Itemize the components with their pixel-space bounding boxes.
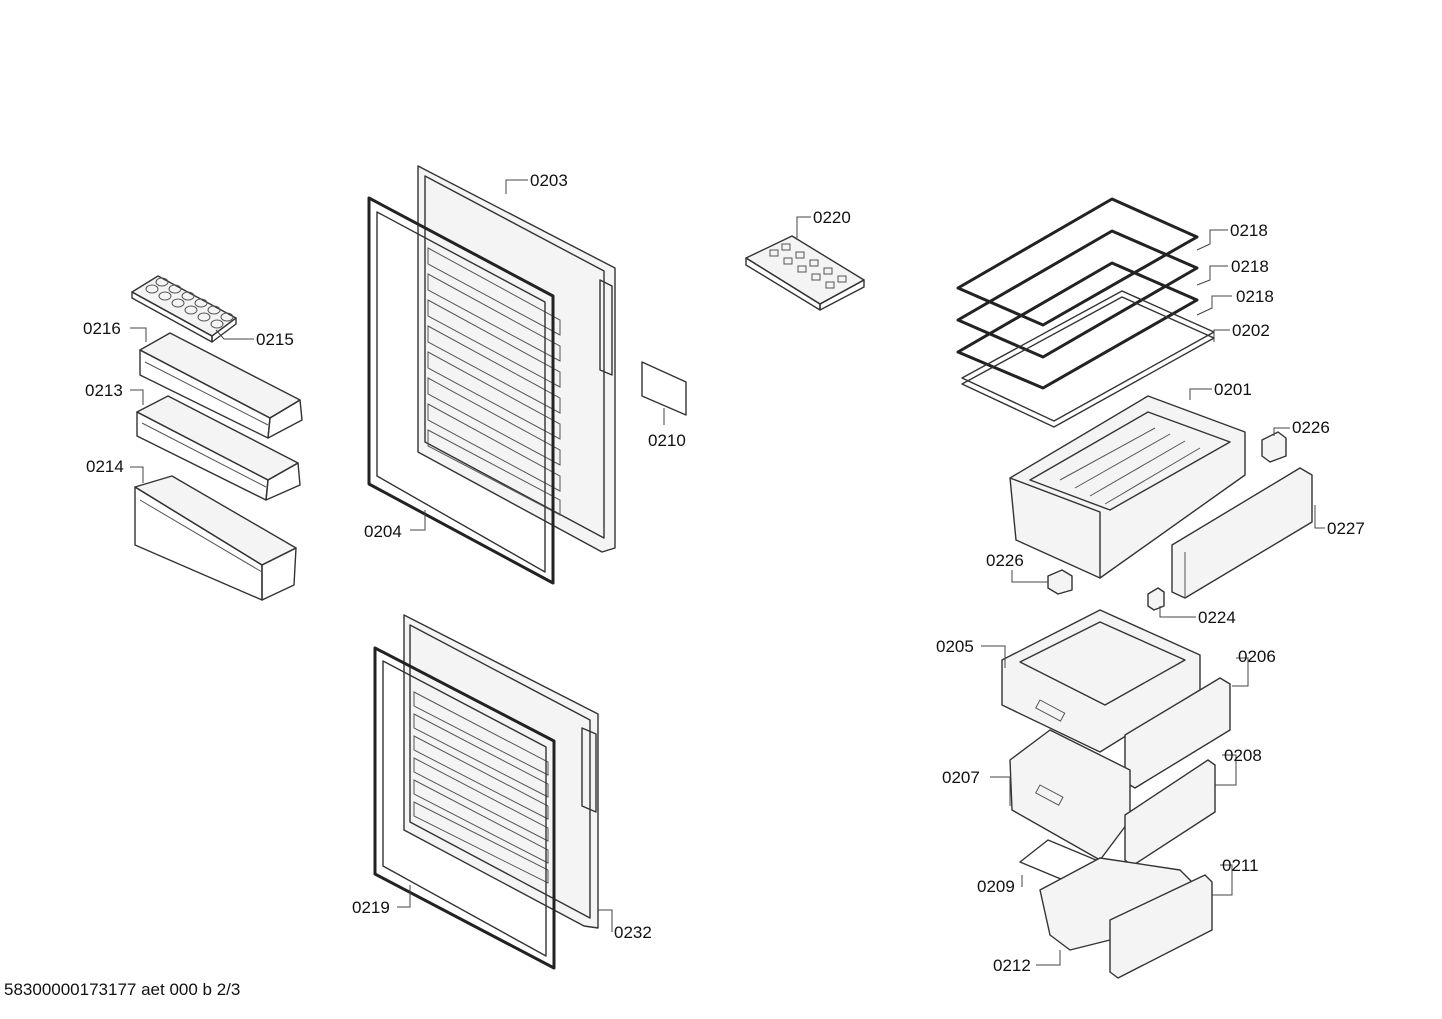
upper-door-gasket-0204 xyxy=(367,196,555,585)
clip-0226-upper xyxy=(1261,431,1287,463)
lower-door-0232 xyxy=(403,614,599,929)
label-0202: 0202 xyxy=(1232,321,1270,340)
upper-door-0203 xyxy=(417,165,616,553)
freezer-front-0208 xyxy=(1124,759,1216,867)
label-0212: 0212 xyxy=(993,956,1031,975)
label-0214: 0214 xyxy=(86,457,124,476)
clip-0226-lower xyxy=(1047,569,1073,595)
crisper-front-0227 xyxy=(1171,467,1313,599)
ice-cube-tray-0220 xyxy=(745,235,865,311)
label-0219: 0219 xyxy=(352,898,390,917)
freezer-drawer-0207 xyxy=(1009,729,1131,861)
label-0218-b: 0218 xyxy=(1231,257,1269,276)
label-0218-c: 0218 xyxy=(1236,287,1274,306)
rating-label-0210 xyxy=(641,361,687,416)
label-0203: 0203 xyxy=(530,171,568,190)
label-0205: 0205 xyxy=(936,637,974,656)
crisper-drawer-0201 xyxy=(1009,395,1246,579)
label-0218-a: 0218 xyxy=(1230,221,1268,240)
label-0208: 0208 xyxy=(1224,746,1262,765)
document-footer-id: 58300000173177 aet 000 b 2/3 xyxy=(4,980,241,999)
label-0227: 0227 xyxy=(1327,519,1365,538)
door-shelf-0214 xyxy=(134,475,297,601)
label-0207: 0207 xyxy=(942,768,980,787)
door-shelf-0213 xyxy=(136,395,301,501)
label-0204: 0204 xyxy=(364,522,402,541)
label-0206: 0206 xyxy=(1238,647,1276,666)
label-0213: 0213 xyxy=(85,381,123,400)
label-0220: 0220 xyxy=(813,208,851,227)
label-0210: 0210 xyxy=(648,431,686,450)
label-0201: 0201 xyxy=(1214,380,1252,399)
label-0215: 0215 xyxy=(256,330,294,349)
label-0232: 0232 xyxy=(614,923,652,942)
part-labels: 0203 0204 0210 0220 0215 0216 0213 0214 … xyxy=(83,171,1365,975)
clip-0224 xyxy=(1147,587,1165,611)
label-0226-lower: 0226 xyxy=(986,551,1024,570)
egg-tray xyxy=(131,275,237,343)
label-0216: 0216 xyxy=(83,319,121,338)
shelf-frames-0218 xyxy=(956,197,1199,390)
label-0224: 0224 xyxy=(1198,608,1236,627)
label-0209: 0209 xyxy=(977,877,1015,896)
freezer-front-0211 xyxy=(1109,874,1213,979)
label-0211: 0211 xyxy=(1222,856,1259,875)
label-0226-upper: 0226 xyxy=(1292,418,1330,437)
lower-door-gasket-0219 xyxy=(373,646,556,970)
leader-lines xyxy=(130,179,1325,966)
door-shelf-0216 xyxy=(139,332,303,439)
